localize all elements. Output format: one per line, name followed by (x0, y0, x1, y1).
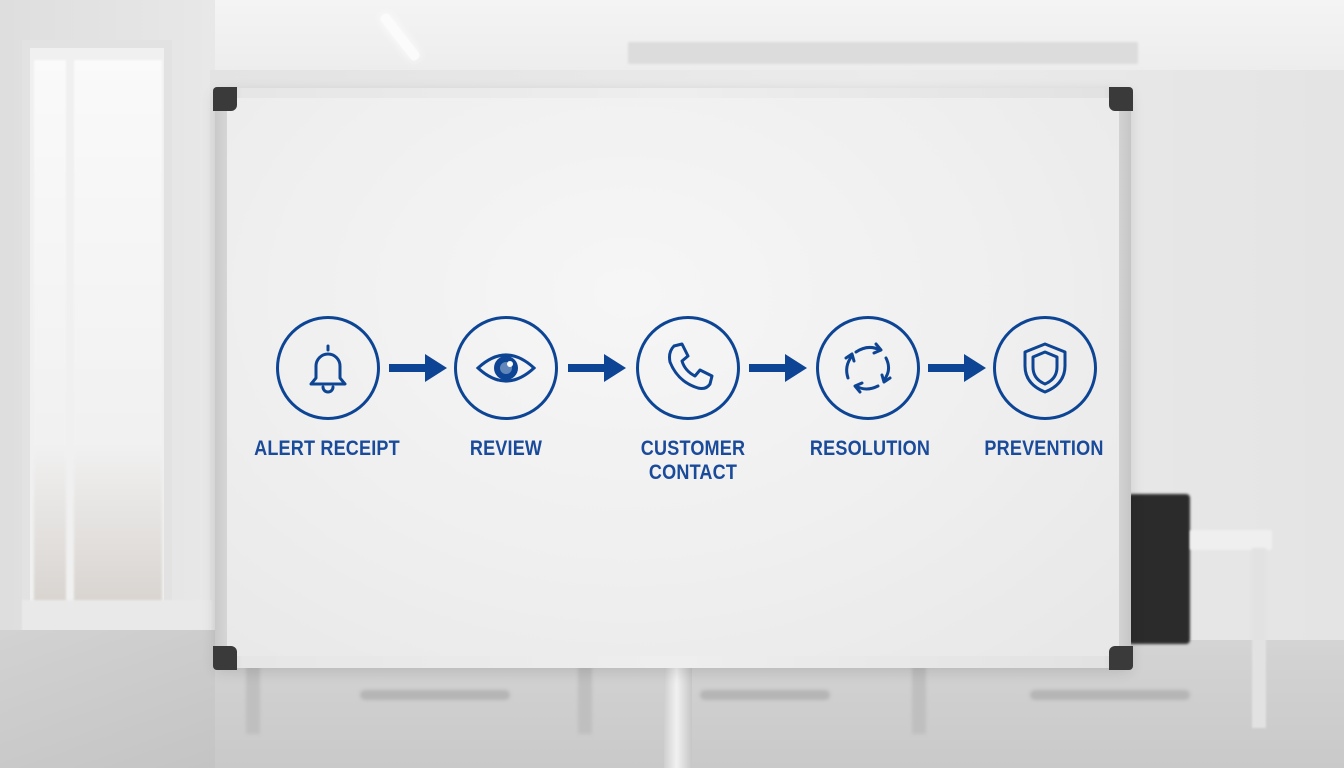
step-label-resolution: RESOLUTION (809, 437, 931, 460)
whiteboard-corner (213, 646, 237, 670)
table-leg (246, 664, 260, 734)
phone-icon (636, 316, 740, 420)
step-label-prevention: PREVENTION (984, 437, 1104, 460)
whiteboard-corner (1109, 646, 1133, 670)
office-chair (1128, 494, 1190, 644)
window-pane (34, 60, 66, 608)
window (22, 40, 172, 630)
floor (0, 630, 215, 768)
window-pane (74, 60, 162, 608)
chair-base (1030, 690, 1190, 700)
ceiling-vent (628, 42, 1138, 64)
table-leg (578, 664, 592, 734)
office-table (1190, 530, 1272, 550)
eye-icon (454, 316, 558, 420)
arrow-right-icon (568, 354, 626, 382)
whiteboard-corner (1109, 87, 1133, 111)
chair-base (700, 690, 830, 700)
step-label-review: REVIEW (469, 437, 543, 460)
arrow-right-icon (749, 354, 807, 382)
bell-icon (276, 316, 380, 420)
shield-icon (993, 316, 1097, 420)
step-label-customer-contact: CUSTOMER CONTACT (640, 437, 746, 484)
whiteboard-corner (213, 87, 237, 111)
step-label-alert-receipt: ALERT RECEIPT (254, 437, 400, 460)
arrow-right-icon (389, 354, 447, 382)
table-leg (1252, 548, 1266, 728)
chair-base (360, 690, 510, 700)
table-leg (912, 664, 926, 734)
whiteboard-stand (664, 662, 692, 768)
arrow-right-icon (928, 354, 986, 382)
refresh-cycle-icon (816, 316, 920, 420)
